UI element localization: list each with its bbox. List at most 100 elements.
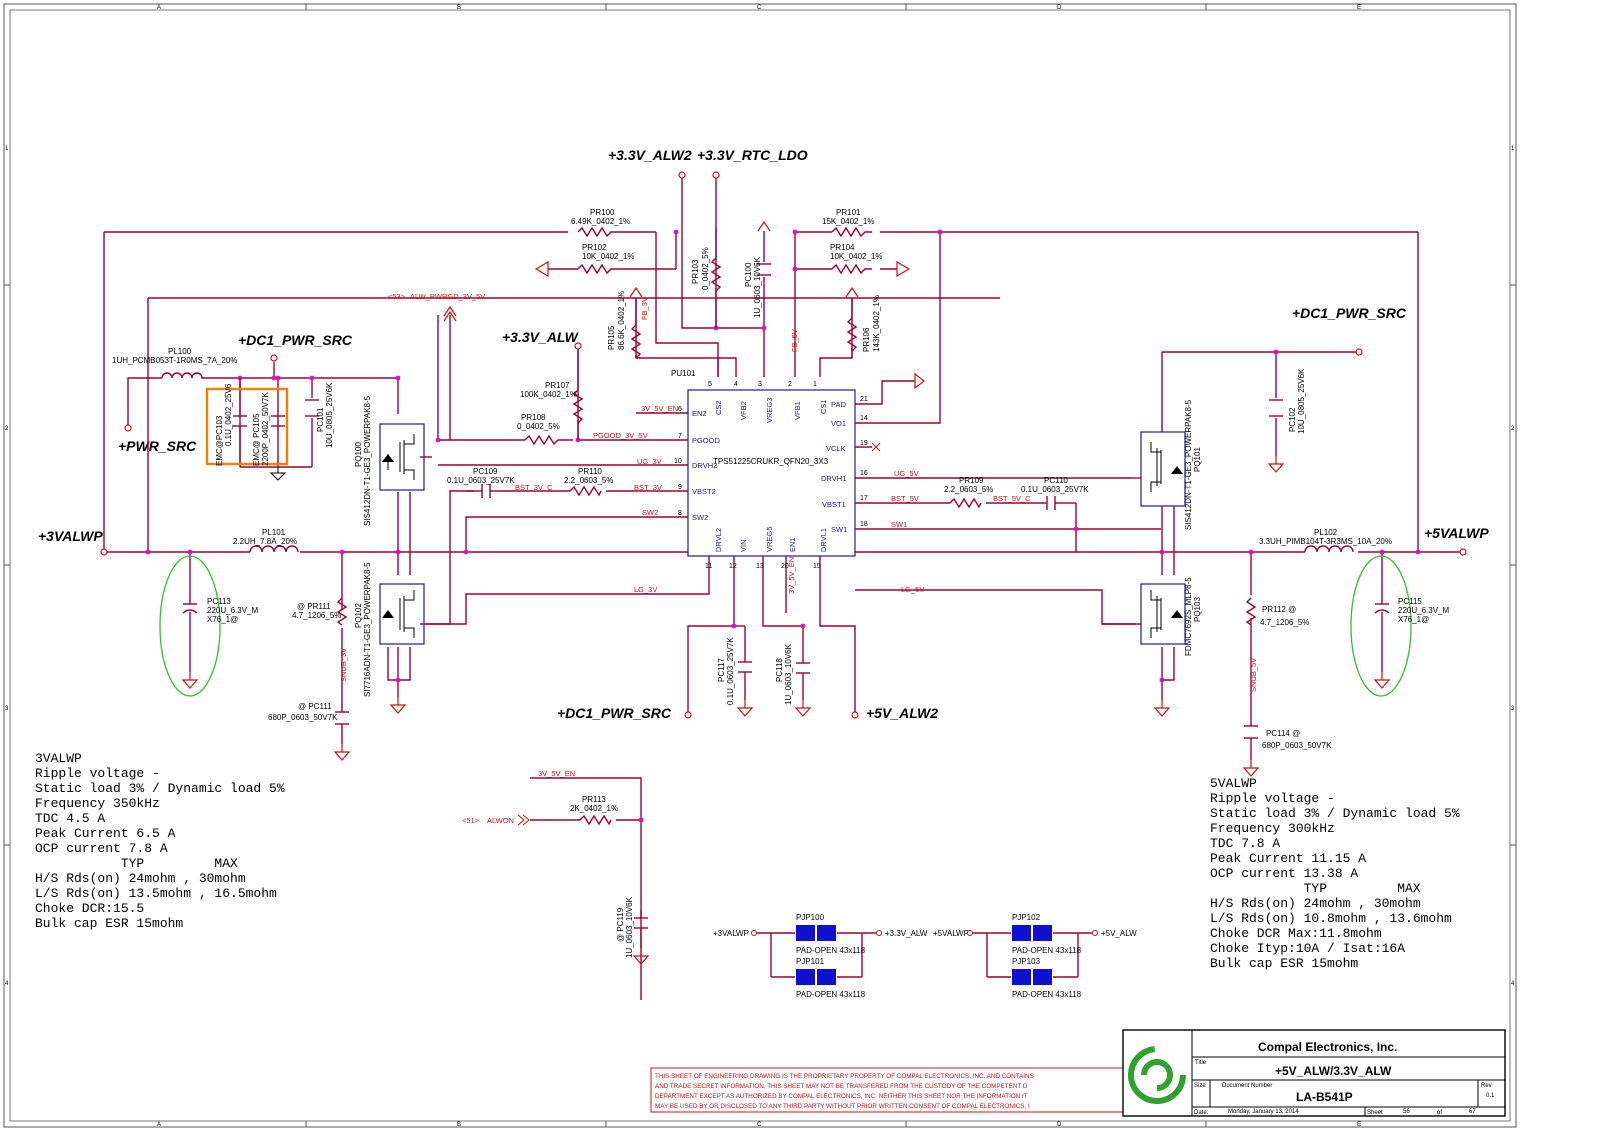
pr100-val: 6.49K_0402_1% xyxy=(571,217,630,226)
pjp103-val: PAD-OPEN 43x118 xyxy=(1012,990,1082,999)
note-left-1: Ripple voltage - xyxy=(35,766,160,781)
tb-docnum: LA-B541P xyxy=(1296,1090,1353,1104)
note-right-3: Frequency 300kHz xyxy=(1210,821,1335,836)
jumper-net-in1: +3VALWP xyxy=(713,929,749,938)
pr104-ref: PR104 xyxy=(830,243,855,252)
pc101-val: 10U_0805_25V6K xyxy=(325,382,334,448)
net-alwpwrgd: ALW_PWRGD_3V_5V xyxy=(410,292,485,301)
pc118-val: 1U_0603_10V6K xyxy=(784,643,793,705)
rail-label-dc1-right: +DC1_PWR_SRC xyxy=(1292,305,1407,321)
net-alwpwrgd-ref: <53> xyxy=(388,292,406,301)
note-right-9: L/S Rds(on) 10.8mohm , 13.6mohm xyxy=(1210,911,1452,926)
pc109-ref: PC109 xyxy=(473,467,498,476)
pc110-val: 0.1U_0603_25V7K xyxy=(1021,485,1089,494)
disclaimer-line-2: DEPARTMENT EXCEPT AS AUTHORIZED BY COMPA… xyxy=(655,1093,1028,1100)
pq101-val: SIS412DN-T1-GE3_POWERPAK8-5 xyxy=(1184,399,1193,530)
ic-pinnum-10: 10 xyxy=(674,458,682,465)
note-left-7: TYP MAX xyxy=(35,856,238,871)
note-right-6: OCP current 13.38 A xyxy=(1210,866,1358,881)
pjp101-val: PAD-OPEN 43x118 xyxy=(796,990,866,999)
note-left-4: TDC 4.5 A xyxy=(35,811,105,826)
pq103-val: FDMC7692S_MLP8-5 xyxy=(1184,577,1193,656)
pq100-ref: PQ100 xyxy=(354,442,363,467)
net-lg3: LG_3V xyxy=(634,585,657,594)
pr111-body xyxy=(336,597,348,626)
net-bst5: BST_5V xyxy=(891,494,919,503)
ic-pinnum-5: 5 xyxy=(708,381,712,388)
ic-pin-vreg5: VREG5 xyxy=(765,527,774,552)
pc109-val: 0.1U_0603_25V7K xyxy=(447,476,515,485)
title-block: Compal Electronics, Inc. Title +5V_ALW/3… xyxy=(1122,1029,1506,1117)
pq100-val: SIS412DN-T1-GE3_POWERPAK8-5 xyxy=(363,395,372,526)
pjp100-val: PAD-OPEN 43x118 xyxy=(796,946,866,955)
pc117-val: 0.1U_0603_25V7K xyxy=(726,637,735,705)
ic-pinnum-15: 15 xyxy=(813,563,821,570)
pr109-ref: PR109 xyxy=(959,476,984,485)
pr113-val: 2K_0402_1% xyxy=(570,804,618,813)
grid-row-4-right: 4 xyxy=(1511,981,1515,987)
note-right-10: Choke DCR Max:11.8mohm xyxy=(1210,926,1382,941)
note-right-0: 5VALWP xyxy=(1210,776,1257,791)
net-fb5: FB_5V xyxy=(790,329,799,352)
notes-left: 3VALWP Ripple voltage - Static load 3% /… xyxy=(35,751,285,931)
net-snub3: SNUB_3V xyxy=(339,648,348,682)
rail-label-alw33: +3.3V_ALW xyxy=(502,329,580,345)
pr102-ref: PR102 xyxy=(582,243,607,252)
pr101-val: 15K_0402_1% xyxy=(822,217,875,226)
pr100-ref: PR100 xyxy=(590,208,615,217)
tb-date: Monday, January 13, 2014 xyxy=(1228,1109,1299,1115)
ic-pin-cs2: CS2 xyxy=(714,400,723,415)
pr112-ref: PR112 @ xyxy=(1262,605,1296,614)
grid-row-2-left: 2 xyxy=(5,426,9,432)
note-left-0: 3VALWP xyxy=(35,751,82,766)
ic-pinnum-4: 4 xyxy=(734,381,738,388)
tb-docnum-label: Document Number xyxy=(1222,1083,1272,1089)
jumper-net-out1: +3.3V_ALW xyxy=(885,929,928,938)
jumper-net-out2: +5V_ALW xyxy=(1101,929,1137,938)
net-alwon: ALWON xyxy=(487,816,514,825)
capacitors xyxy=(182,263,1390,929)
pjp102-ref: PJP102 xyxy=(1012,913,1041,922)
ic-pinnum-11: 11 xyxy=(705,563,712,570)
note-right-8: H/S Rds(on) 24mohm , 30mohm xyxy=(1210,896,1421,911)
pr103-val: 0_0402_5% xyxy=(701,247,710,290)
tb-title-label: Title xyxy=(1195,1060,1207,1066)
pl102-body xyxy=(1304,545,1354,553)
ic-pinnum-14: 14 xyxy=(860,415,868,422)
note-left-10: Choke DCR:15.5 xyxy=(35,901,144,916)
pjp102-val: PAD-OPEN 43x118 xyxy=(1012,946,1082,955)
disclaimer-line-1: AND TRADE SECRET INFORMATION. THIS SHEET… xyxy=(655,1083,1028,1090)
pc111-ref: @ PC111 xyxy=(298,702,332,711)
pc113-val2: X76_1@ xyxy=(207,615,238,624)
rail-label-3valwp: +3VALWP xyxy=(38,528,103,544)
ic-pinnum-21: 21 xyxy=(860,396,868,403)
tb-of-label: of xyxy=(1437,1110,1442,1116)
pc119-ref: @ PC119 xyxy=(616,907,625,942)
ic-pin-drvl2: DRVL2 xyxy=(714,528,723,552)
pq103-ref: PQ103 xyxy=(1193,597,1202,622)
ic-pin-sw1: SW1 xyxy=(831,525,847,534)
pr104-val: 10K_0402_1% xyxy=(830,252,883,261)
ic-pinnum-1: 1 xyxy=(813,381,817,388)
grid-row-4-left: 4 xyxy=(5,981,9,987)
grid-row-1-left: 1 xyxy=(5,146,9,152)
pl100-ref: PL100 xyxy=(168,347,192,356)
notes-right: 5VALWP Ripple voltage - Static load 3% /… xyxy=(1210,776,1460,971)
grid-col-a-top: A xyxy=(157,5,161,11)
pr113-ref: PR113 xyxy=(582,795,606,804)
pr101-ref: PR101 xyxy=(836,208,861,217)
pc100-ref: PC100 xyxy=(744,262,753,287)
note-left-11: Bulk cap ESR 15mohm xyxy=(35,916,183,931)
tb-title: +5V_ALW/3.3V_ALW xyxy=(1275,1064,1392,1078)
ic-pin-sw2: SW2 xyxy=(692,513,708,522)
ic-pin-en1: EN1 xyxy=(788,537,797,552)
ic-pin-drvh2: DRVH2 xyxy=(692,461,717,470)
ic-pinnum-12: 12 xyxy=(729,563,737,570)
pr109-body xyxy=(949,497,982,509)
ic-pin-cs1: CS1 xyxy=(819,399,828,414)
pr104-body xyxy=(831,263,872,275)
grid-row-2-right: 2 xyxy=(1511,426,1515,432)
pr103-ref: PR103 xyxy=(691,259,700,284)
pr110-val: 2.2_0603_5% xyxy=(564,476,613,485)
ic-refdes: PU101 xyxy=(671,369,696,378)
